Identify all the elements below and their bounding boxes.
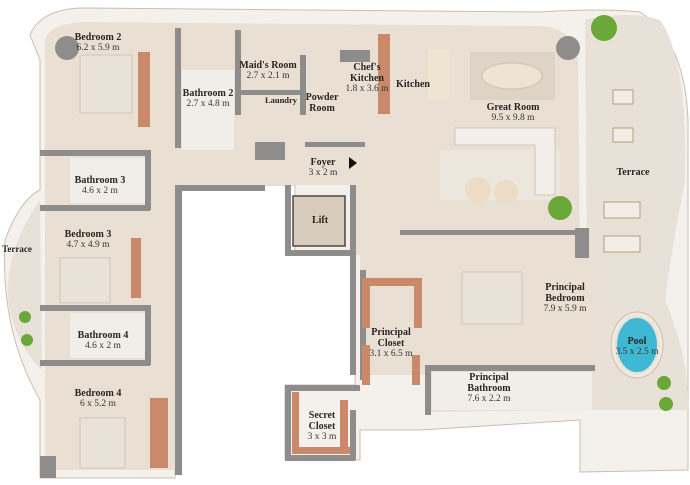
column-icon [556, 36, 580, 60]
label-secret-closet: Secret Closet 3 x 3 m [307, 410, 337, 443]
principal-bathroom-floor [432, 372, 592, 410]
dining-table-icon [470, 52, 555, 100]
closet-cabinets [131, 34, 422, 468]
label-foyer: Foyer 3 x 2 m [308, 157, 338, 179]
label-principal-bedroom: Principal Bedroom 7.9 x 5.9 m [543, 282, 587, 315]
label-lift: Lift [311, 215, 329, 226]
label-chefs-kitchen: Chef's Kitchen 1.8 x 3.6 m [345, 62, 389, 95]
terrace-west-area [7, 200, 42, 370]
plant-icon [19, 15, 673, 411]
lounge-chair-icon [603, 89, 641, 253]
lift-shaft [292, 195, 346, 247]
pool-icon [610, 311, 664, 379]
bathroom4-floor [70, 313, 145, 358]
sofa-icon [440, 127, 560, 204]
bathroom2-floor [182, 70, 234, 150]
label-bedroom-4: Bedroom 4 6 x 5.2 m [74, 388, 122, 410]
label-bathroom-4: Bathroom 4 4.6 x 2 m [77, 330, 129, 352]
label-principal-bathroom: Principal Bathroom 7.6 x 2.2 m [467, 372, 511, 405]
label-powder-room: Powder Room [305, 92, 339, 115]
label-laundry: Laundry [264, 95, 298, 105]
bathroom3-floor [70, 158, 145, 203]
walls [40, 28, 595, 478]
label-pool: Pool 3.5 x 2.5 m [615, 336, 659, 358]
kitchen-island [428, 50, 450, 100]
label-principal-closet: Principal Closet 3.1 x 6.5 m [369, 327, 413, 360]
label-bathroom-3: Bathroom 3 4.6 x 2 m [74, 175, 126, 197]
label-bathroom-2: Bathroom 2 2.7 x 4.8 m [182, 88, 234, 110]
bed-icon [59, 54, 523, 469]
label-terrace-east: Terrace [616, 167, 650, 178]
entry-arrow-icon [349, 157, 357, 169]
column-icon [55, 36, 79, 60]
label-terrace-west: Terrace [2, 244, 32, 254]
label-bedroom-2: Bedroom 2 6.2 x 5.9 m [74, 32, 122, 54]
label-kitchen: Kitchen [396, 79, 430, 90]
label-great-room: Great Room 9.5 x 9.8 m [486, 102, 540, 124]
label-bedroom-3: Bedroom 3 4.7 x 4.9 m [64, 229, 112, 251]
label-maids-room: Maid's Room 2.7 x 2.1 m [239, 60, 297, 82]
